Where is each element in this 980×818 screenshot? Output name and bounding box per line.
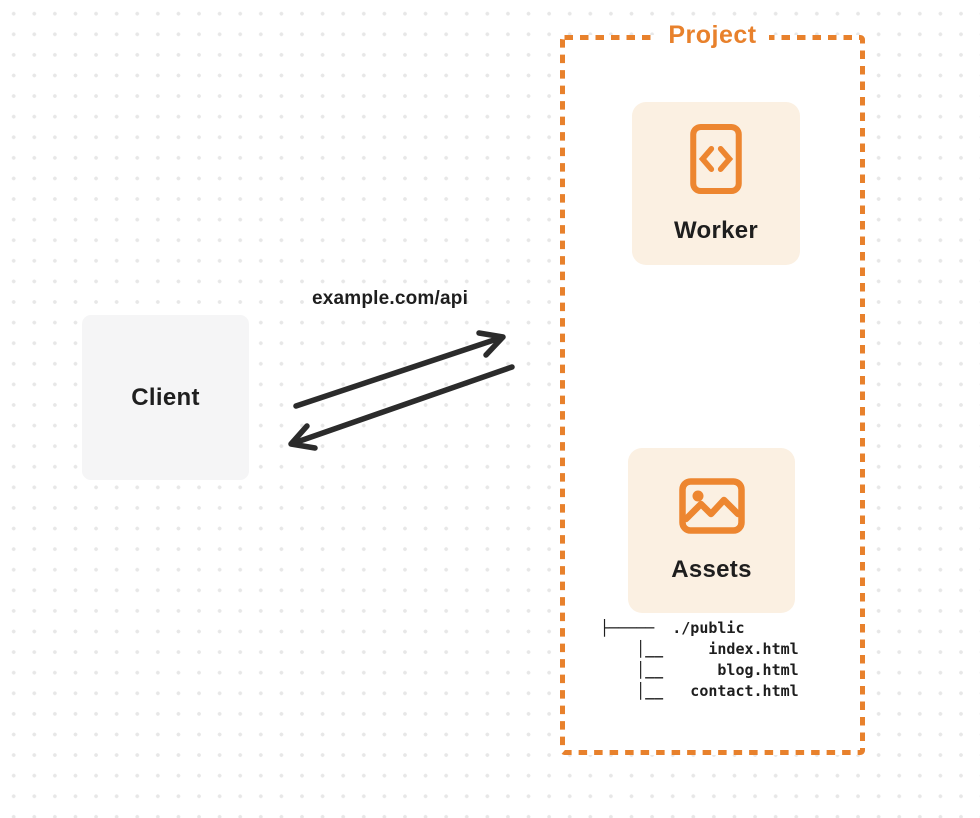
request-arrowhead-icon [476, 330, 506, 358]
response-arrow-line [291, 364, 515, 446]
project-label: Project [656, 21, 769, 49]
worker-node: Worker [632, 102, 800, 265]
code-file-icon [690, 123, 742, 194]
response-arrowhead-icon [288, 423, 318, 451]
client-label: Client [131, 383, 200, 411]
file-tree: ├───── ./public │__ index.html │__ blog.… [600, 619, 799, 700]
request-url-label: example.com/api [311, 288, 469, 309]
worker-label: Worker [673, 216, 759, 244]
image-icon [678, 477, 745, 534]
client-node: Client [82, 315, 249, 480]
request-arrow-line [293, 335, 503, 409]
project-boundary: Project Worker Assets ├───── ./public │_… [560, 21, 865, 755]
assets-label: Assets [671, 555, 752, 583]
assets-node: Assets [628, 448, 795, 613]
